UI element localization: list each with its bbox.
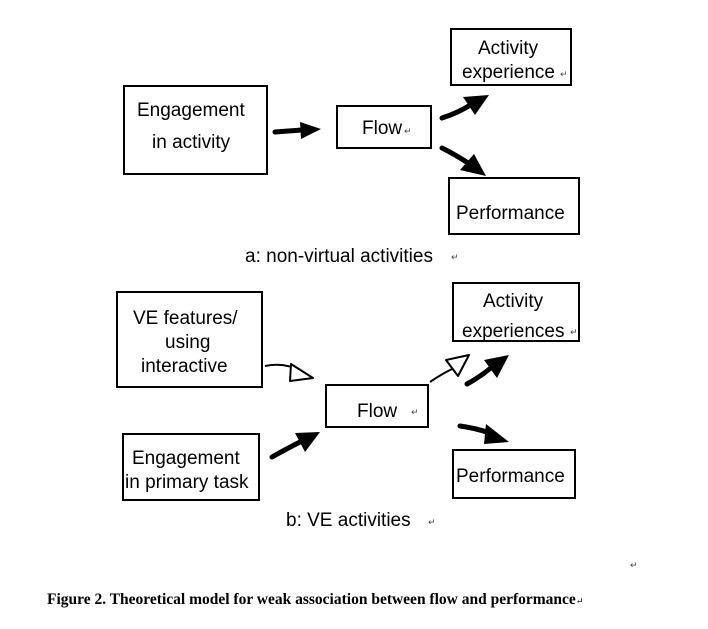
arrow-flow-to-activity-experience [439, 95, 489, 121]
activity-experience-line1: Activity [478, 38, 539, 59]
arrow-engagement-to-flow-a [272, 122, 321, 139]
caption-a: a: non-virtual activities [245, 246, 433, 267]
activity-experience-box: Activity experience ↵ [450, 28, 572, 86]
engagement-primary-line1: Engagement [132, 448, 240, 469]
ve-features-box: VE features/ using interactive [116, 291, 263, 388]
engagement-box-line1: Engagement [137, 100, 245, 121]
arrow-flow-to-performance-b [457, 423, 509, 444]
paragraph-mark: ↵ [404, 126, 412, 136]
activity-experiences-box: Activity experiences ↵ [452, 282, 580, 342]
arrow-ve-features-to-flow [264, 363, 314, 382]
caption-b: b: VE activities [286, 510, 411, 531]
flow-label-b: Flow [357, 401, 398, 422]
performance-label-a: Performance [456, 203, 565, 224]
figure-caption: Figure 2. Theoretical model for weak ass… [47, 591, 583, 609]
ve-features-line2: using [165, 332, 211, 353]
engagement-box-line2: in activity [152, 132, 231, 153]
flow-box-b: Flow ↵ [325, 384, 429, 428]
paragraph-mark: ↵ [560, 69, 568, 79]
activity-experiences-line1: Activity [483, 291, 544, 312]
performance-label-b: Performance [456, 466, 565, 487]
performance-box-a: Performance [448, 177, 580, 235]
arrow-flow-to-activity-solid [464, 355, 509, 387]
ve-features-line3: interactive [141, 356, 228, 377]
paragraph-mark: ↵ [570, 327, 578, 337]
paragraph-mark: ↵ [630, 560, 638, 570]
flow-label-a: Flow [362, 118, 403, 139]
paragraph-mark: ↵ [411, 407, 419, 417]
paragraph-mark: ↵ [451, 252, 459, 262]
ve-features-line1: VE features/ [133, 308, 238, 329]
engagement-primary-line2: in primary task [125, 472, 249, 493]
arrow-flow-to-performance-a [439, 145, 486, 176]
paragraph-mark: ↵ [575, 596, 584, 606]
flow-box-a: Flow ↵ [336, 105, 432, 149]
engagement-in-activity-box: Engagement in activity [123, 85, 268, 175]
paragraph-mark: ↵ [428, 517, 436, 527]
activity-experience-line2: experience [462, 62, 555, 83]
arrow-engagement-to-flow-b [269, 432, 320, 460]
engagement-primary-task-box: Engagement in primary task [122, 433, 260, 501]
activity-experiences-line2: experiences [462, 321, 565, 342]
performance-box-b: Performance [452, 449, 576, 499]
figure-caption-text: Figure 2. Theoretical model for weak ass… [47, 591, 576, 608]
arrow-flow-to-activity-hollow [429, 354, 470, 383]
